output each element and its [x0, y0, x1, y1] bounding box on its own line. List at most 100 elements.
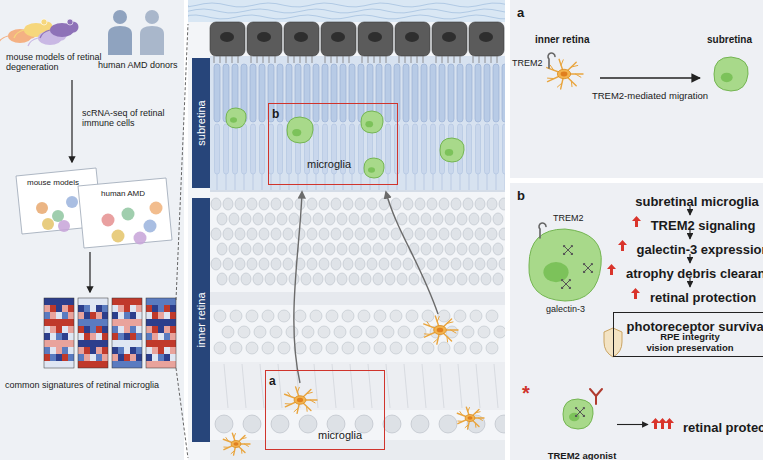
illustration-part [557, 83, 562, 87]
illustration-part [493, 243, 503, 255]
illustration-part [379, 228, 389, 240]
illustration-part [475, 228, 485, 240]
illustration-part [458, 421, 463, 422]
illustration-part [403, 64, 409, 122]
illustration-part [220, 32, 234, 42]
illustration-part [229, 213, 239, 225]
illustration-part [67, 19, 73, 25]
illustration-part [451, 330, 456, 333]
illustration-part [447, 322, 453, 323]
human-icon [108, 10, 132, 55]
illustration-part [188, 0, 505, 22]
illustration-part [158, 305, 164, 312]
zoom-box: bmicroglia [268, 103, 398, 185]
workflow-arrow [71, 80, 72, 162]
illustration-part [326, 342, 338, 354]
node-text: inner retina [535, 34, 589, 45]
illustration-part [427, 228, 437, 240]
illustration-part [301, 243, 311, 255]
illustration-part [427, 198, 437, 210]
illustration-part [188, 15, 505, 19]
illustration-part [260, 364, 264, 408]
illustration-part [446, 337, 448, 342]
illustration-part [421, 64, 427, 122]
increase-arrow [607, 264, 616, 275]
illustration-part [288, 56, 289, 63]
retina-layer-band: inner retina [192, 198, 210, 442]
cluster-plot [78, 178, 172, 248]
illustration-part [265, 273, 275, 285]
illustration-part [468, 408, 470, 412]
illustration-part [319, 198, 329, 210]
illustration-part [50, 354, 56, 361]
illustration-part [96, 298, 102, 305]
illustration-part [96, 312, 102, 319]
illustration-part [561, 60, 563, 65]
illustration-part [430, 64, 436, 122]
illustration-part [152, 312, 158, 319]
heatmap [44, 298, 74, 368]
illustration-part [454, 56, 455, 63]
illustration-part [405, 56, 406, 63]
illustration-part [62, 305, 68, 312]
illustration-part [478, 174, 479, 190]
illustration-part [566, 280, 570, 284]
illustration-part [438, 342, 450, 354]
illustration-part [391, 258, 401, 270]
illustration-part [588, 268, 592, 272]
illustration-part [566, 284, 570, 288]
illustration-part [269, 56, 270, 63]
increase-arrow [632, 216, 641, 227]
illustration-part [462, 326, 474, 338]
illustration-part [331, 198, 341, 210]
illustration-part [90, 298, 96, 305]
illustration-part [457, 273, 467, 285]
illustration-part [56, 319, 62, 326]
illustration-part [130, 319, 136, 326]
illustration-part [478, 418, 482, 420]
illustration-part [230, 117, 237, 123]
illustration-part [146, 333, 152, 340]
illustration-part [247, 198, 257, 210]
illustration-part [277, 243, 287, 255]
illustration-part [102, 361, 108, 368]
connector-arrow [617, 424, 648, 425]
illustration-part [427, 322, 430, 327]
illustration-part [118, 354, 124, 361]
illustration-part [397, 273, 407, 285]
illustration-part [409, 273, 419, 285]
illustration-part [337, 56, 338, 63]
illustration-part [439, 258, 449, 270]
illustration-part [146, 298, 152, 305]
illustration-part [331, 32, 345, 42]
illustration-part [481, 273, 491, 285]
annotation: mouse models of retinal degeneration [6, 52, 102, 73]
illustration-part [247, 22, 282, 56]
illustration-part [289, 213, 299, 225]
illustration-part [90, 333, 96, 340]
treatment-item: TREM2 agonist [533, 390, 617, 458]
illustration-part [84, 298, 90, 305]
illustration-part [275, 56, 276, 63]
illustration-part [170, 326, 176, 333]
illustration-part [68, 347, 74, 354]
illustration-part [322, 64, 328, 122]
illustration-part [68, 312, 74, 319]
illustration-part [368, 32, 382, 42]
illustration-part [297, 387, 299, 392]
illustration-part [460, 174, 461, 190]
illustration-part [124, 340, 130, 347]
illustration-part [214, 342, 226, 354]
illustration-part [437, 328, 443, 333]
illustration-part [427, 258, 437, 270]
illustration-part [469, 22, 504, 56]
illustration-part [112, 312, 118, 319]
illustration-part [479, 56, 480, 63]
illustration-part [294, 396, 306, 405]
illustration-part [118, 361, 124, 368]
illustration-part [226, 56, 227, 63]
illustration-part [379, 258, 389, 270]
illustration-part [44, 298, 74, 368]
migration-arrow [386, 192, 438, 314]
